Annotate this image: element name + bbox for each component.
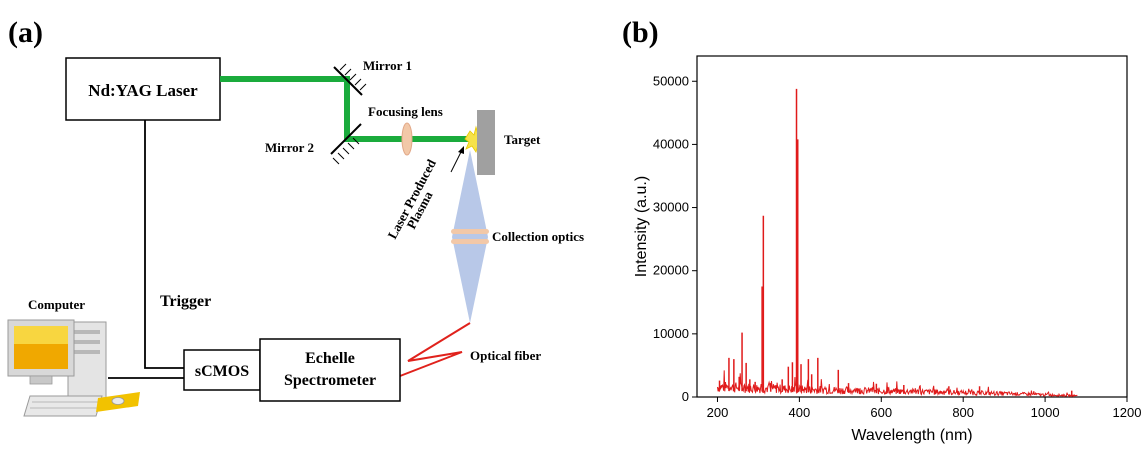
y-tick-label: 0 [682, 389, 689, 404]
x-tick-label: 1200 [1113, 405, 1142, 420]
scmos-label: sCMOS [195, 363, 249, 380]
x-tick-label: 200 [707, 405, 729, 420]
collection-cone [452, 150, 488, 323]
computer-icon [7, 319, 140, 417]
panel-b: (b) 200 400 600 800 1000 1200 0 10000 20000 30000… [622, 16, 1141, 444]
spectrum-baseline [717, 370, 1078, 398]
computer-label: Computer [28, 297, 85, 312]
spectrometer-box [259, 338, 401, 402]
mirror-2-label: Mirror 2 [265, 140, 314, 155]
focusing-lens-label: Focusing lens [368, 104, 443, 119]
y-axis-label: Intensity (a.u.) [633, 176, 650, 277]
laser-label: Nd:YAG Laser [88, 81, 198, 100]
optical-fiber-label: Optical fiber [470, 348, 541, 363]
trigger-label: Trigger [160, 293, 211, 310]
y-tick-label: 10000 [653, 326, 689, 341]
collection-optics-label: Collection optics [492, 229, 584, 244]
scmos-box [183, 349, 261, 391]
collection-lens-1 [451, 229, 489, 234]
spectrometer-label-line2: Spectrometer [284, 372, 376, 389]
plot-frame [696, 55, 1128, 398]
y-tick-label: 50000 [653, 73, 689, 88]
plasma-arrow-head [458, 146, 464, 154]
panel-b-label: (b) [622, 16, 659, 49]
spectrum-chart: 200 400 600 800 1000 1200 0 10000 20000 30000 4000… [633, 55, 1142, 444]
mirror-1-label: Mirror 1 [363, 58, 412, 73]
y-tick-label: 30000 [653, 200, 689, 215]
spectrometer-label-line1: Echelle [305, 350, 355, 367]
x-axis-label: Wavelength (nm) [851, 427, 972, 444]
x-tick-label: 400 [789, 405, 811, 420]
focusing-lens [401, 122, 413, 156]
panel-a: (a) Nd:YAG Laser Mirror 1 Mirror 2 [7, 16, 584, 417]
mirror-1 [333, 63, 367, 96]
collection-lens-2 [451, 239, 489, 244]
mirror-2 [330, 123, 362, 165]
y-tick-label: 20000 [653, 263, 689, 278]
x-tick-label: 800 [952, 405, 974, 420]
y-tick-label: 40000 [653, 136, 689, 151]
plasma-arrow [450, 149, 463, 173]
panel-a-label: (a) [8, 16, 43, 49]
x-tick-label: 1000 [1031, 405, 1060, 420]
optical-fiber [399, 322, 471, 377]
target-label: Target [504, 132, 541, 147]
laser-box [65, 57, 221, 121]
x-tick-label: 600 [870, 405, 892, 420]
target [477, 110, 495, 175]
trigger-cable [144, 120, 184, 369]
